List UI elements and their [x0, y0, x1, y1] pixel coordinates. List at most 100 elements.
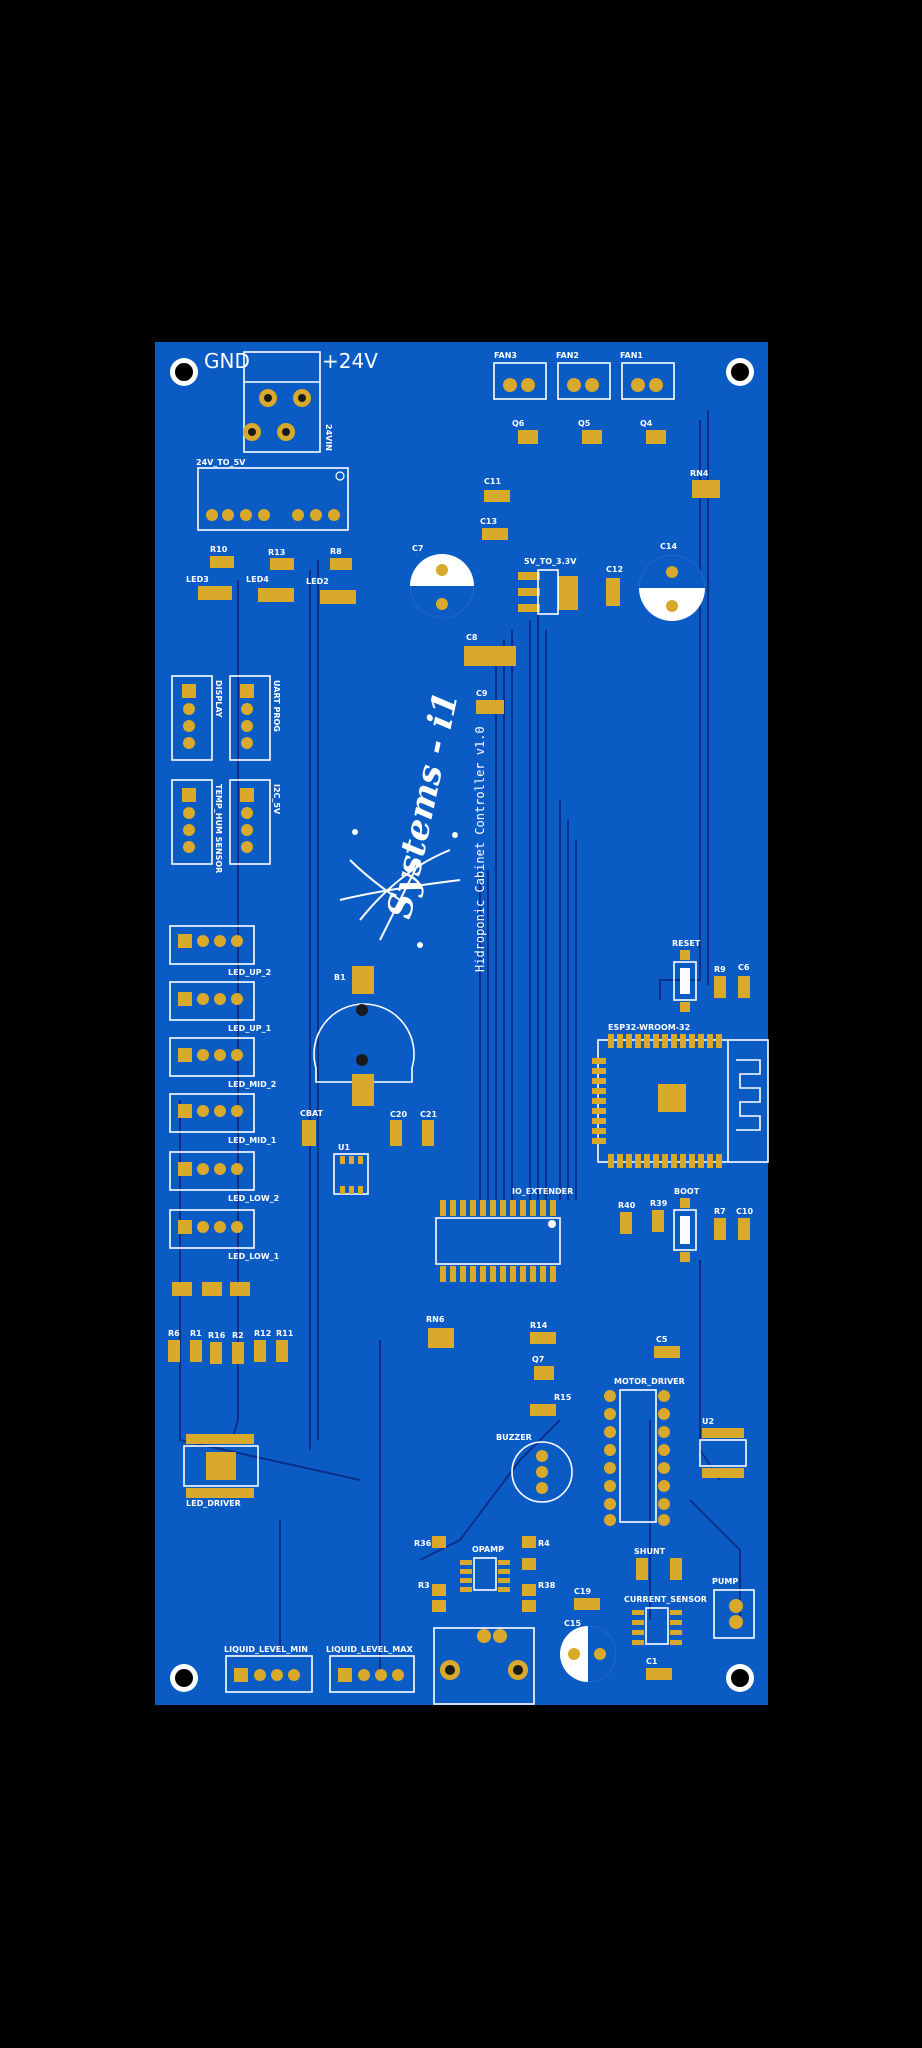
svg-text:C8: C8: [466, 633, 478, 642]
svg-text:R2: R2: [232, 1331, 244, 1340]
io-extender: [435, 1200, 561, 1282]
current-sensor-chip: [632, 1607, 682, 1645]
fan-transistors: Q6 Q5 Q4: [512, 419, 666, 444]
svg-text:R1: R1: [190, 1329, 202, 1338]
c19-label: C19: [574, 1587, 591, 1596]
cbat-label: CBAT: [300, 1109, 324, 1118]
rn4-label: RN4: [690, 469, 709, 478]
c20: [390, 1120, 402, 1146]
svg-text:Q4: Q4: [640, 419, 653, 428]
svg-text:LED_UP_1: LED_UP_1: [228, 1024, 272, 1033]
c21-label: C21: [420, 1110, 437, 1119]
svg-text:LED3: LED3: [186, 575, 209, 584]
reset-button: [673, 950, 697, 1012]
esp32-passives: R9 C6 R40 R39 R7 C10 C5: [618, 963, 753, 1358]
svg-text:R39: R39: [650, 1199, 668, 1208]
buzzer-label: BUZZER: [496, 1433, 532, 1442]
svg-text:C9: C9: [476, 689, 488, 698]
svg-text:R9: R9: [714, 965, 726, 974]
boot-label: BOOT: [674, 1187, 700, 1196]
svg-text:R11: R11: [276, 1329, 294, 1338]
rn6-label: RN6: [426, 1315, 445, 1324]
svg-text:LED_UP_2: LED_UP_2: [228, 968, 271, 977]
esp32-module: [592, 1034, 769, 1168]
led-driver-chip: [183, 1434, 259, 1498]
svg-text:R8: R8: [330, 547, 342, 556]
svg-text:C6: C6: [738, 963, 750, 972]
svg-text:C5: C5: [656, 1335, 668, 1344]
svg-text:24VIN: 24VIN: [324, 424, 333, 451]
battery-holder: B1: [313, 966, 415, 1106]
mounting-holes: [170, 358, 754, 1692]
gnd-label: GND: [204, 349, 250, 373]
shunt-label: SHUNT: [634, 1547, 666, 1556]
status-leds: R10 LED3 R13 LED4 R8 LED2: [186, 545, 356, 604]
pump-connector: [713, 1589, 755, 1639]
svg-text:LED4: LED4: [246, 575, 269, 584]
io-extender-label: IO_EXTENDER: [512, 1187, 573, 1196]
svg-text:LIQUID_LEVEL_MAX: LIQUID_LEVEL_MAX: [326, 1645, 413, 1654]
u2-label: U2: [702, 1417, 714, 1426]
opamp-chip: [460, 1557, 510, 1592]
module-24v-to-5v: [197, 467, 349, 531]
r14: [530, 1332, 556, 1344]
q7-label: Q7: [532, 1355, 544, 1364]
svg-text:FAN1: FAN1: [620, 351, 643, 360]
fan-connectors: FAN3 FAN2 FAN1: [493, 351, 675, 400]
shunt: [636, 1558, 682, 1580]
svg-text:C7: C7: [412, 544, 423, 553]
c21: [422, 1120, 434, 1146]
svg-text:DISPLAY: DISPLAY: [214, 680, 223, 718]
svg-text:R3: R3: [418, 1581, 430, 1590]
liquid-level-min-connector: LIQUID_LEVEL_MIN: [224, 1645, 313, 1693]
svg-text:C13: C13: [480, 517, 497, 526]
r14-label: R14: [530, 1321, 548, 1330]
rn6: [428, 1328, 454, 1348]
logo-subtitle: Hidroponic Cabinet Controller v1.0: [473, 726, 487, 972]
led-drive-resistors: R6 R1 R16 R2 R12 R11: [168, 1329, 294, 1364]
buzzer: [511, 1441, 573, 1503]
svg-text:FAN3: FAN3: [494, 351, 517, 360]
svg-text:UART PROG: UART PROG: [272, 680, 281, 732]
r15: [530, 1404, 556, 1416]
u1-label: U1: [338, 1143, 350, 1152]
motor-driver-label: MOTOR_DRIVER: [614, 1377, 685, 1386]
opamp-passives: R36 R3 R4 R38: [414, 1536, 556, 1612]
u1: [333, 1153, 369, 1195]
svg-text:C11: C11: [484, 477, 501, 486]
regulator-label: 5V_TO_3.3V: [524, 557, 577, 566]
svg-text:R6: R6: [168, 1329, 180, 1338]
pump-label: PUMP: [712, 1577, 738, 1586]
svg-text:R4: R4: [538, 1539, 550, 1548]
u2: [699, 1428, 747, 1478]
svg-text:R36: R36: [414, 1539, 432, 1548]
led-connectors: LED_UP_2 LED_UP_1 LED_MID_2 LED_MID_1 LE…: [169, 925, 280, 1261]
liquid-level-max-connector: LIQUID_LEVEL_MAX: [326, 1645, 415, 1693]
svg-text:C12: C12: [606, 565, 623, 574]
svg-text:C14: C14: [660, 542, 677, 551]
svg-text:FAN2: FAN2: [556, 351, 579, 360]
top-capacitors: C11 C13 C7 C12 C14 C8 C9: [410, 477, 705, 714]
svg-text:Q5: Q5: [578, 419, 591, 428]
svg-text:R13: R13: [268, 548, 285, 557]
reset-label: RESET: [672, 939, 701, 948]
svg-text:R16: R16: [208, 1331, 226, 1340]
c20-label: C20: [390, 1110, 407, 1119]
svg-text:LIQUID_LEVEL_MIN: LIQUID_LEVEL_MIN: [224, 1645, 308, 1654]
svg-text:I2C_5V: I2C_5V: [272, 784, 281, 815]
v24-label: +24V: [322, 349, 378, 373]
svg-text:LED_MID_2: LED_MID_2: [228, 1080, 276, 1089]
svg-text:LED2: LED2: [306, 577, 329, 586]
boot-button: [673, 1198, 697, 1262]
current-sensor-label: CURRENT_SENSOR: [624, 1595, 707, 1604]
c19: [574, 1598, 600, 1610]
svg-text:LED_LOW_2: LED_LOW_2: [228, 1194, 279, 1203]
led-drive-transistors: [172, 1282, 250, 1296]
rn4: [692, 480, 720, 498]
c1-label: C1: [646, 1657, 658, 1666]
q7: [534, 1366, 554, 1380]
svg-text:LED_MID_1: LED_MID_1: [228, 1136, 277, 1145]
c15-label: C15: [564, 1619, 581, 1628]
svg-text:R12: R12: [254, 1329, 271, 1338]
